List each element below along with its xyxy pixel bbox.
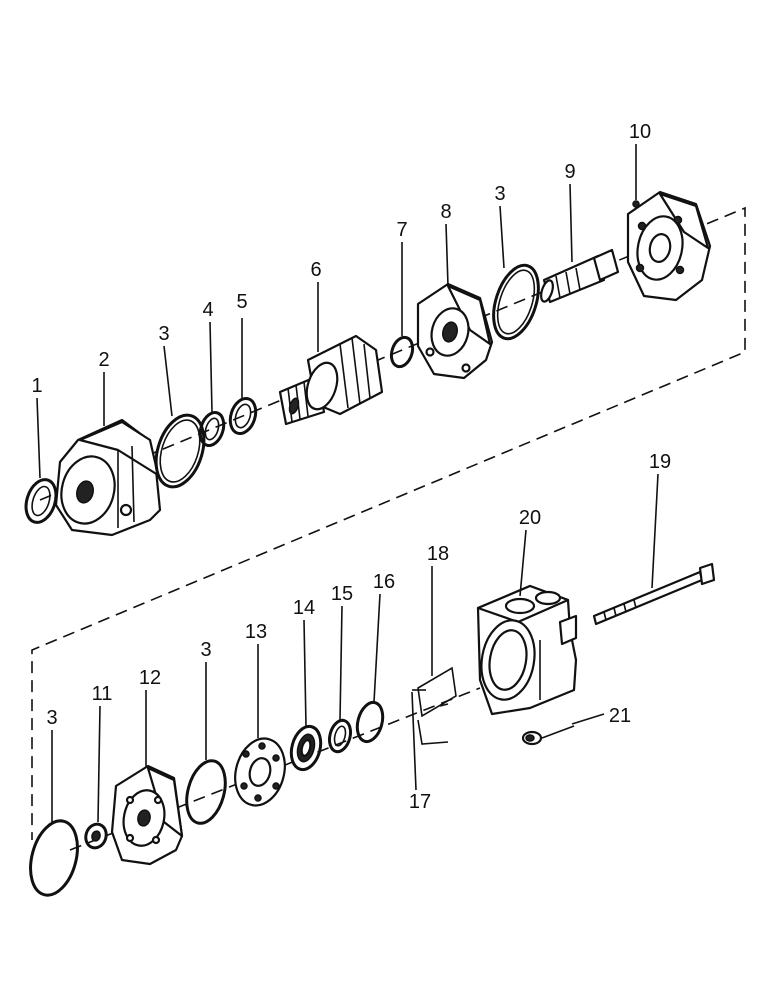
part-10-gerotor-set <box>626 190 712 302</box>
callout-3-c: 3 <box>46 707 57 729</box>
part-7-spacer-ring <box>389 335 415 369</box>
part-8-bearing-housing <box>416 282 494 380</box>
part-14-bearing <box>289 724 323 772</box>
leader-lines <box>36 144 659 823</box>
callout-labels: 1 2 3 4 5 6 7 8 3 9 10 3 11 12 3 13 14 1… <box>31 121 671 813</box>
part-16-ring <box>355 700 385 744</box>
callout-4: 4 <box>202 299 213 321</box>
callout-8: 8 <box>440 201 451 223</box>
callout-2: 2 <box>98 349 109 371</box>
part-11-small-bearing <box>84 822 108 850</box>
part-5-bearing <box>228 396 258 436</box>
callout-9: 9 <box>564 161 575 183</box>
callout-19: 19 <box>649 451 671 473</box>
part-2-front-housing <box>54 418 162 537</box>
part-3-o-ring-a <box>154 413 206 489</box>
callout-7: 7 <box>396 219 407 241</box>
part-4-thrust-washer <box>198 410 226 448</box>
callout-12: 12 <box>139 667 161 689</box>
callout-5: 5 <box>236 291 247 313</box>
part-3-o-ring-b <box>492 263 540 341</box>
part-19-bolt <box>592 562 716 626</box>
part-1-seal-ring <box>24 478 58 524</box>
part-9-cardan-shaft <box>540 248 620 304</box>
part-12-end-cover <box>110 764 184 866</box>
callout-15: 15 <box>331 583 353 605</box>
callout-16: 16 <box>373 571 395 593</box>
part-21-plug <box>521 730 543 746</box>
callout-10: 10 <box>629 121 651 143</box>
callout-17: 17 <box>409 791 431 813</box>
callout-11: 11 <box>92 683 113 705</box>
callout-3-b: 3 <box>494 183 505 205</box>
part-3-o-ring-d <box>185 759 227 825</box>
callout-20: 20 <box>519 507 541 529</box>
callout-6: 6 <box>310 259 321 281</box>
callout-18: 18 <box>427 543 449 565</box>
part-13-valve-disc <box>234 737 286 807</box>
callout-3-a: 3 <box>158 323 169 345</box>
callout-13: 13 <box>245 621 267 643</box>
part-6-drive-shaft-rotor <box>278 334 384 426</box>
part-20-valve-housing <box>476 584 578 716</box>
callout-1: 1 <box>31 375 42 397</box>
callout-21: 21 <box>609 705 631 727</box>
part-17-18-dowel-pins <box>412 666 457 745</box>
callout-3-d: 3 <box>200 639 211 661</box>
part-3-o-ring-c <box>29 819 79 897</box>
callout-14: 14 <box>293 597 315 619</box>
part-15-seal <box>327 718 353 754</box>
